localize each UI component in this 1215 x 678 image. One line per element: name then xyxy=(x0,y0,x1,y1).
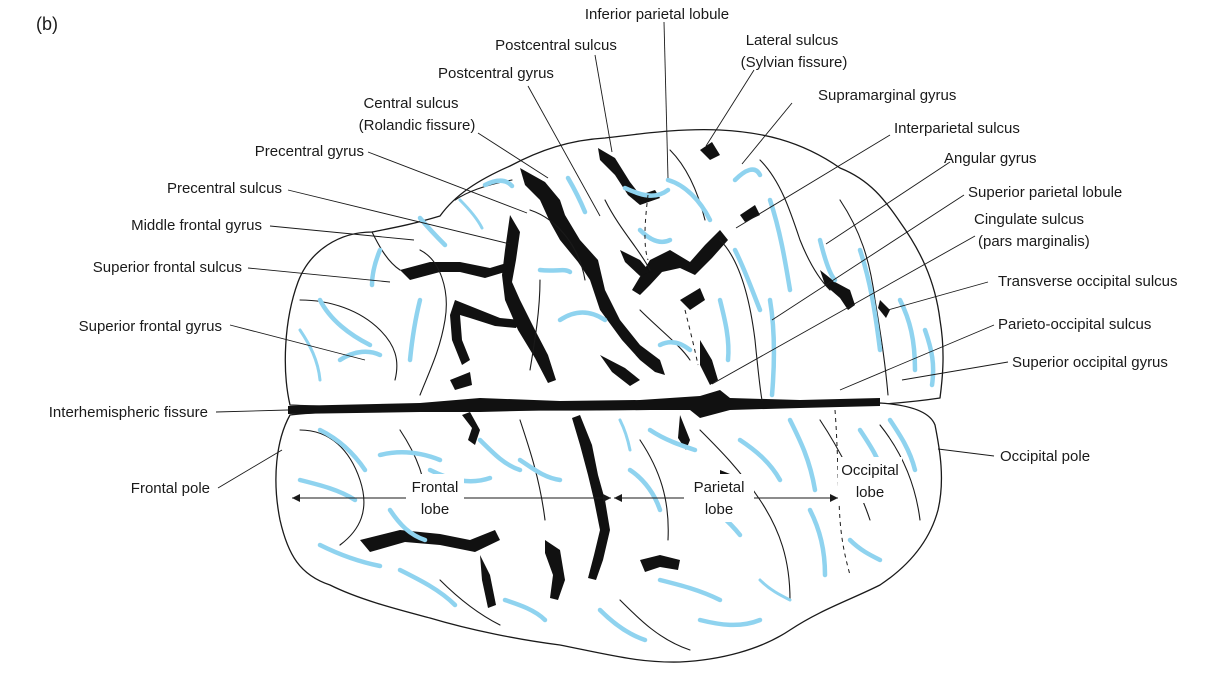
label-superior-frontal-gyrus: Superior frontal gyrus xyxy=(79,318,222,335)
label-frontal-pole: Frontal pole xyxy=(131,480,210,497)
label-precentral-sulcus: Precentral sulcus xyxy=(167,180,282,197)
label-angular-gyrus: Angular gyrus xyxy=(944,150,1037,167)
label-interparietal-sulcus: Interparietal sulcus xyxy=(894,120,1020,137)
frontal-lobe-label-line2: lobe xyxy=(421,501,449,518)
label-inferior-parietal-lobule: Inferior parietal lobule xyxy=(585,6,729,23)
label-supramarginal-gyrus: Supramarginal gyrus xyxy=(818,87,956,104)
label-interhemispheric-fissure: Interhemispheric fissure xyxy=(49,404,208,421)
label-superior-parietal-lobule: Superior parietal lobule xyxy=(968,184,1122,201)
label-superior-occipital-gyrus: Superior occipital gyrus xyxy=(1012,354,1168,371)
label-precentral-gyrus: Precentral gyrus xyxy=(255,143,364,160)
label-cingulate-sulcus: Cingulate sulcus xyxy=(974,211,1084,228)
label-rolandic-fissure: (Rolandic fissure) xyxy=(359,117,476,134)
label-middle-frontal-gyrus: Middle frontal gyrus xyxy=(131,217,262,234)
label-postcentral-sulcus: Postcentral sulcus xyxy=(495,37,617,54)
label-parieto-occipital-sulcus: Parieto-occipital sulcus xyxy=(998,316,1151,333)
label-occipital-pole: Occipital pole xyxy=(1000,448,1090,465)
panel-label: (b) xyxy=(36,14,58,34)
label-central-sulcus: Central sulcus xyxy=(363,95,458,112)
label-superior-frontal-sulcus: Superior frontal sulcus xyxy=(93,259,242,276)
frontal-lobe-label-line1: Frontal xyxy=(412,479,459,496)
label-pars-marginalis: (pars marginalis) xyxy=(978,233,1090,250)
label-transverse-occipital-sulcus: Transverse occipital sulcus xyxy=(998,273,1178,290)
label-postcentral-gyrus: Postcentral gyrus xyxy=(438,65,554,82)
occipital-lobe-label-line1: Occipital xyxy=(841,462,899,479)
label-lateral-sulcus: Lateral sulcus xyxy=(746,32,839,49)
parietal-lobe-label-line1: Parietal xyxy=(694,479,745,496)
occipital-lobe-label-line2: lobe xyxy=(856,484,884,501)
label-sylvian-fissure: (Sylvian fissure) xyxy=(741,54,848,71)
parietal-lobe-label-line2: lobe xyxy=(705,501,733,518)
